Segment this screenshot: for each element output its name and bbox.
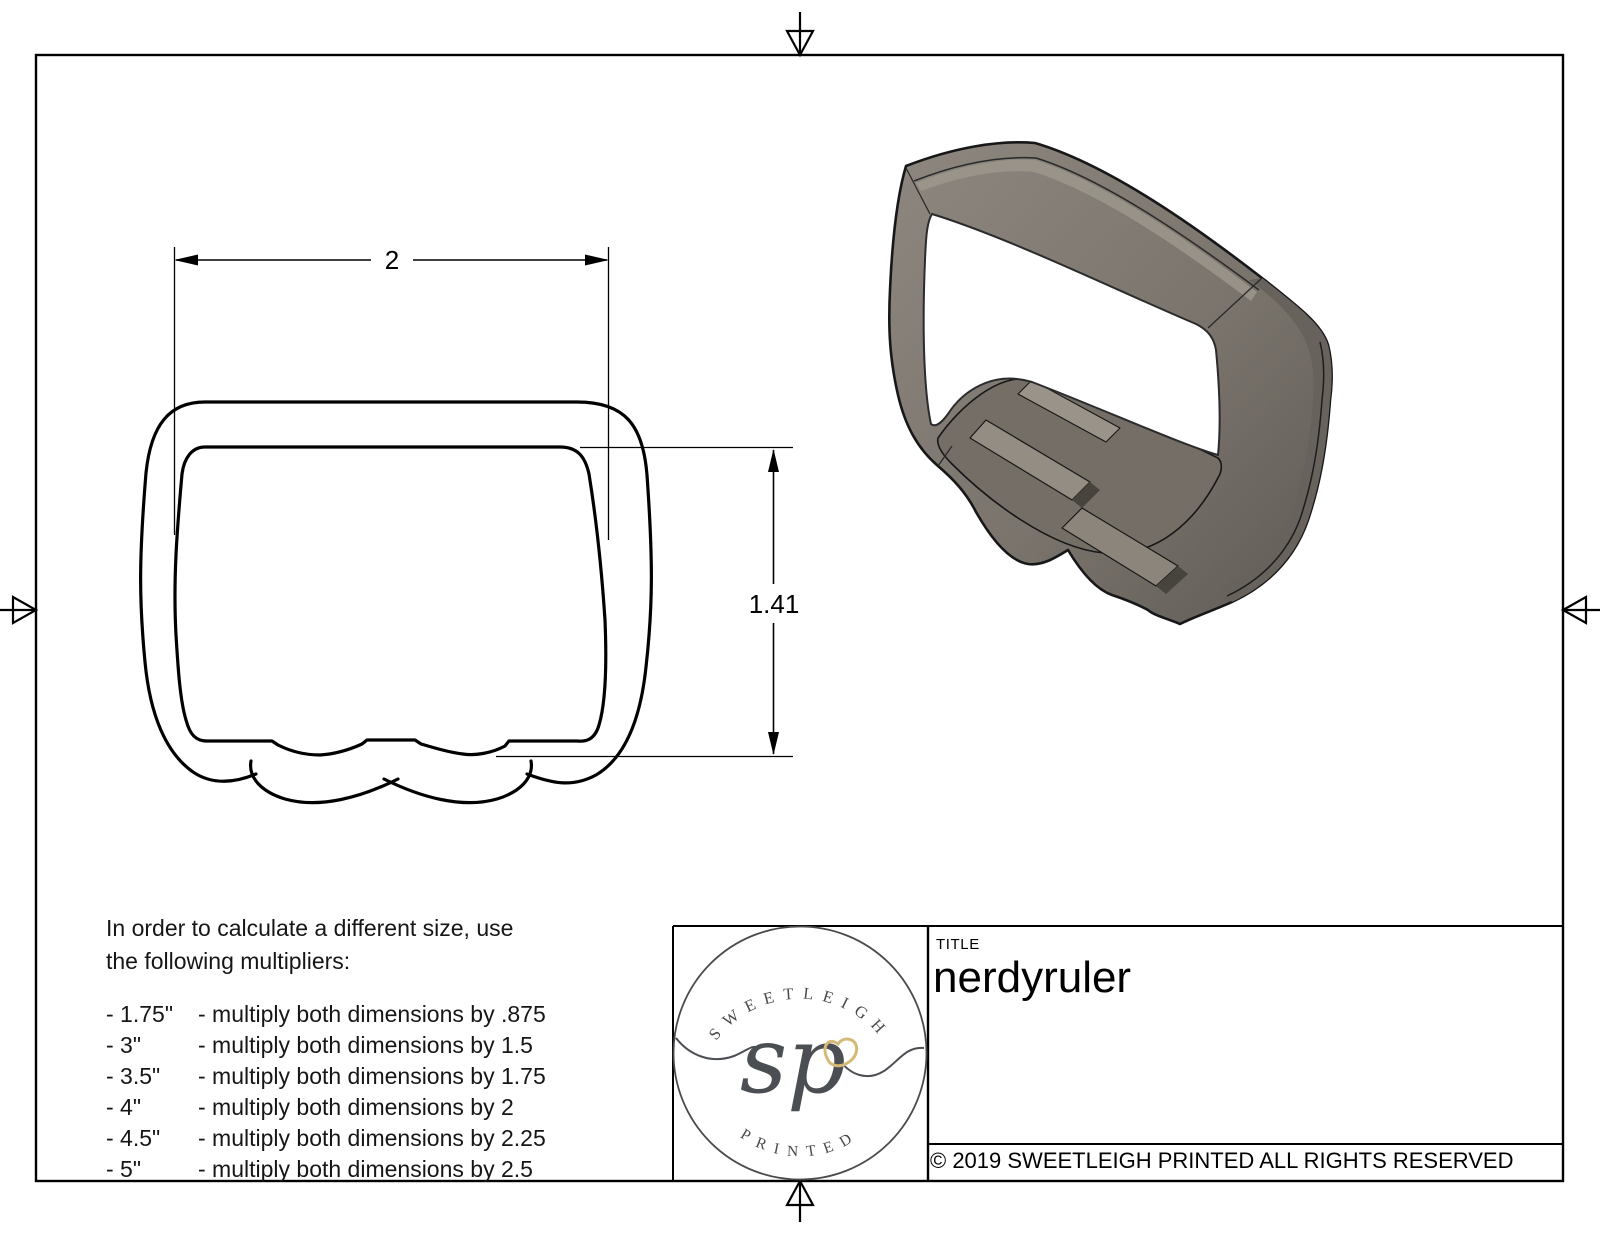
spacer <box>106 978 546 999</box>
page-title: nerdyruler <box>933 953 1132 1002</box>
multiplier-row: - 3" - multiply both dimensions by 1.5 <box>106 1030 546 1061</box>
cutter-outline-drawing <box>139 400 653 805</box>
row-rule: - multiply both dimensions by 1.5 <box>198 1032 533 1058</box>
arrowhead-down <box>768 732 779 755</box>
render-edge-rim <box>1226 341 1325 597</box>
render-blade-side <box>1222 278 1332 602</box>
row-size: - 1.75" <box>106 1001 173 1027</box>
inner-profile <box>173 445 608 757</box>
center-mark-bottom <box>785 1178 815 1222</box>
cutter-3d-render <box>887 141 1333 626</box>
multiplier-row: - 3.5" - multiply both dimensions by 1.7… <box>106 1061 546 1092</box>
multiplier-row: - 4" - multiply both dimensions by 2 <box>106 1092 546 1123</box>
arrowhead-right <box>585 254 609 266</box>
logo-swash-right <box>837 1046 925 1078</box>
row-rule: - multiply both dimensions by 2 <box>198 1094 514 1120</box>
instructions-heading-line1: In order to calculate a different size, … <box>106 915 514 941</box>
height-dim-label: 1.41 <box>749 589 800 619</box>
title-block-label: TITLE <box>936 936 980 953</box>
row-rule: - multiply both dimensions by 1.75 <box>198 1063 546 1089</box>
outer-profile <box>139 400 653 785</box>
row-size: - 4.5" <box>106 1125 161 1151</box>
row-size: - 3.5" <box>106 1063 161 1089</box>
logo-monogram: sp <box>740 1007 846 1114</box>
instructions-heading-line2: the following multipliers: <box>106 948 351 974</box>
render-flange-highlight <box>916 159 1257 301</box>
render-opening <box>922 213 1221 456</box>
center-mark-top <box>785 12 815 58</box>
render-corner-seam <box>905 167 1263 467</box>
title-block-borders <box>672 925 1563 1181</box>
arrowhead-up <box>768 449 779 472</box>
logo-heart-icon <box>823 1037 859 1068</box>
row-size: - 5" <box>106 1156 142 1182</box>
copyright-notice: © 2019 SWEETLEIGH PRINTED ALL RIGHTS RES… <box>930 1148 1514 1173</box>
center-mark-left <box>0 595 39 625</box>
multiplier-row: - 4.5" - multiply both dimensions by 2.2… <box>106 1123 546 1154</box>
row-rule: - multiply both dimensions by 2.25 <box>198 1125 546 1151</box>
arrowhead-left <box>174 254 198 266</box>
logo-swash-left <box>675 1037 760 1061</box>
logo-arc-bottom-text: PRINTED <box>737 1126 862 1161</box>
multiplier-row: - 1.75" - multiply both dimensions by .8… <box>106 999 546 1030</box>
outer-scallop-left <box>249 759 400 805</box>
multiplier-row: - 5" - multiply both dimensions by 2.5 <box>106 1154 546 1185</box>
dimension-width <box>173 247 610 540</box>
render-steps <box>969 379 1188 594</box>
row-size: - 3" <box>106 1032 142 1058</box>
width-dim-label: 2 <box>385 245 399 275</box>
row-rule: - multiply both dimensions by .875 <box>198 1001 546 1027</box>
center-mark-right <box>1560 595 1600 625</box>
row-rule: - multiply both dimensions by 2.5 <box>198 1156 533 1182</box>
logo-circle <box>672 925 928 1181</box>
sweetleigh-logo: SWEETLEIGH PRINTED sp <box>672 925 928 1181</box>
size-multiplier-instructions: In order to calculate a different size, … <box>106 912 546 1185</box>
dimension-height <box>496 446 793 758</box>
outer-scallop-right <box>382 759 533 805</box>
row-size: - 4" <box>106 1094 142 1120</box>
render-flange-rim <box>913 156 1260 291</box>
